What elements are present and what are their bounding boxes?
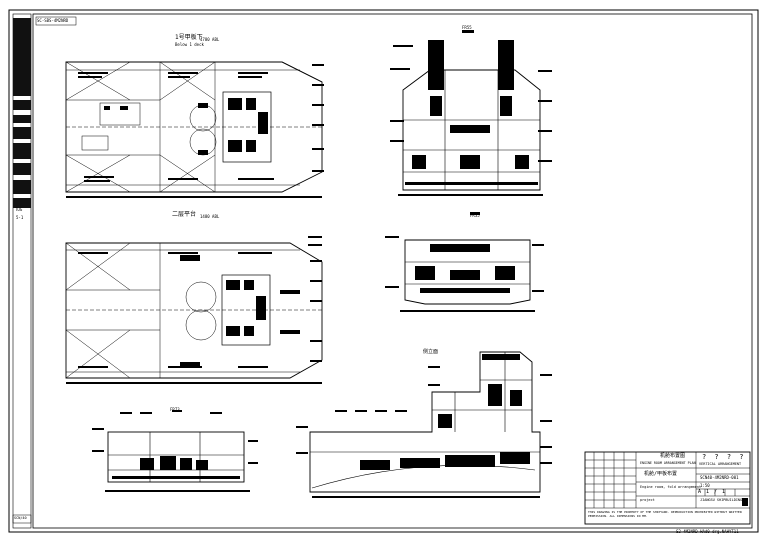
- section-fr73-fill: [92, 410, 258, 492]
- section-fr73-title: FR73: [170, 407, 180, 412]
- project-label: project: [640, 498, 655, 502]
- shipyard-name: JIANGSU SHIPBUILDING: [700, 498, 743, 502]
- side-elevation-title: 侧立面: [423, 349, 439, 355]
- side-elevation: [309, 351, 541, 493]
- side-elevation-fill: [296, 354, 552, 498]
- title-block-frame: [584, 451, 751, 525]
- section-fr35-fill: [385, 212, 544, 312]
- left-strip-label-b: 5-1: [16, 215, 24, 220]
- left-strip-label-a: TUG: [15, 207, 23, 212]
- footer-reference: S2-4M2NRD-HAd0 drg.NAHYT11: [676, 529, 739, 534]
- sheet-number: A 1 / 1: [698, 489, 727, 495]
- section-fr55: [402, 69, 541, 191]
- section-fr55-fill: [390, 30, 552, 196]
- drawing-title-cn: 机舱布置图: [660, 453, 686, 459]
- deck-upper-elevation: 4780 ABL: [200, 37, 220, 42]
- sheet-inner-border: [32, 13, 753, 529]
- deck-plan-lower: [65, 242, 323, 379]
- drawing-title-en: ENGINE ROOM ARRANGEMENT PLAN: [640, 461, 696, 465]
- left-strip-bottom-label: SCN/40: [14, 516, 27, 520]
- section-fr35: [404, 239, 531, 305]
- deck-upper-subtitle: Below 1 deck: [175, 42, 204, 47]
- left-title-strip: [12, 13, 32, 529]
- deck-plan-lower-fill: [66, 236, 322, 384]
- header-tag: SC-SBS-4M2NRD: [37, 18, 69, 23]
- sheet-outer-border: [8, 9, 759, 533]
- section-fr55-title: FR55: [462, 25, 472, 30]
- drawing-scale: 1:50: [700, 483, 710, 488]
- drawing-subtitle-en: Engine room, fold arrangement: [640, 485, 702, 489]
- drawing-subtitle-cn: 机舱/甲板布置: [644, 471, 678, 477]
- title-block-notes: THIS DRAWING IS THE PROPERTY OF THE SHIP…: [588, 510, 742, 518]
- header-tag-box: [35, 16, 77, 26]
- deck-lower-elevation: 1480 ABL: [200, 214, 220, 219]
- deck-plan-upper: [65, 61, 323, 193]
- deck-lower-title: 二层平台: [172, 211, 197, 218]
- section-fr35-title: FR35: [470, 213, 480, 218]
- deck-upper-title: 1号甲板下: [175, 34, 203, 41]
- deck-plan-upper-labels: [78, 64, 324, 182]
- title-block-logo: [742, 498, 748, 506]
- company-subtitle: VERTICAL ARRANGEMENT: [699, 462, 742, 466]
- company-logo-text: ? ? ? ?: [702, 453, 746, 461]
- deck-plan-upper-fill: [66, 98, 322, 198]
- drawing-number: SCN40-4M2NRD-001: [700, 475, 739, 480]
